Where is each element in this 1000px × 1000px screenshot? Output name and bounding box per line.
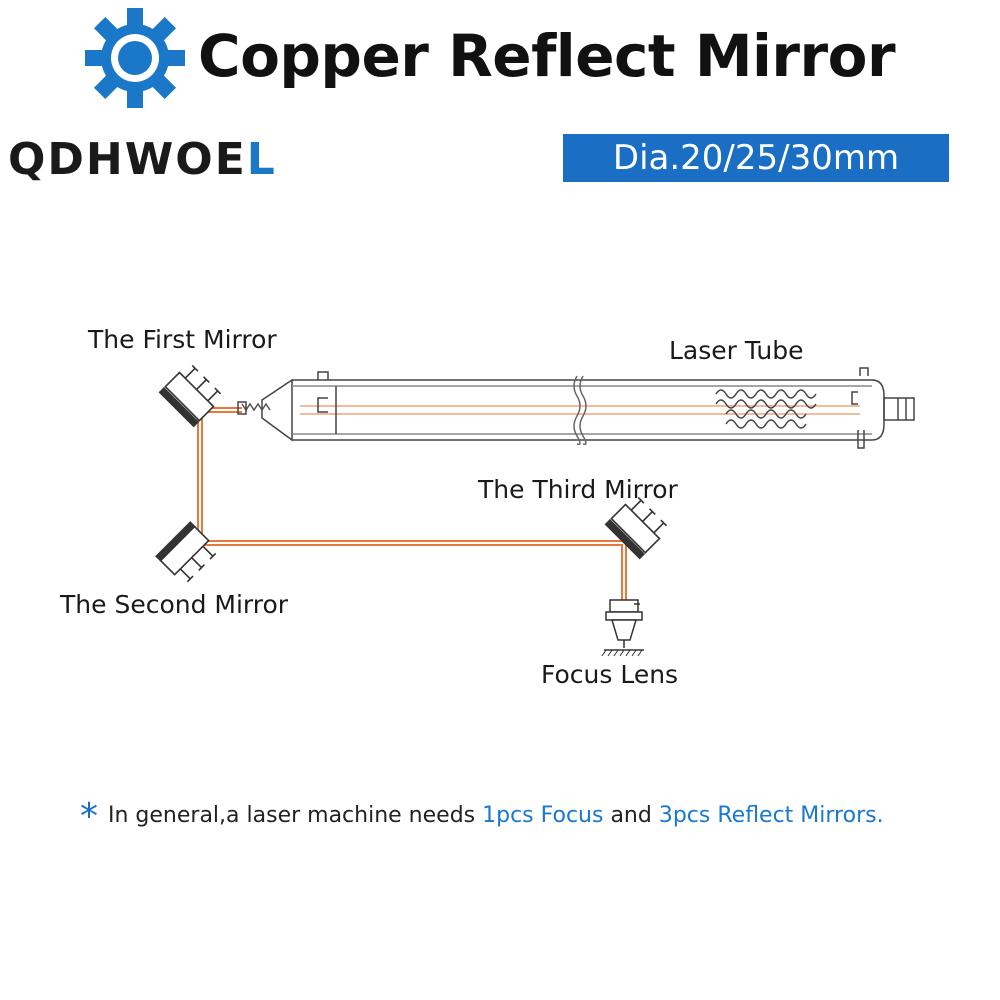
brand-logo-accent: L xyxy=(246,134,277,185)
footnote-text-2: and xyxy=(603,803,659,828)
footnote-highlight-focus: 1pcs Focus xyxy=(482,803,604,828)
footnote-text-1: In general,a laser machine needs xyxy=(108,803,483,828)
gear-icon xyxy=(85,8,185,108)
second-mirror-mount xyxy=(155,521,217,583)
focus-lens-head xyxy=(601,599,644,657)
page-title: Copper Reflect Mirror xyxy=(198,22,896,90)
laser-tube-label: Laser Tube xyxy=(669,336,804,365)
third-mirror-label: The Third Mirror xyxy=(478,475,678,504)
footnote-highlight-mirrors: 3pcs Reflect Mirrors. xyxy=(658,803,884,828)
second-mirror-label: The Second Mirror xyxy=(60,590,289,619)
focus-lens-label: Focus Lens xyxy=(541,660,679,689)
first-mirror-mount xyxy=(158,364,222,428)
third-mirror-mount xyxy=(604,496,668,560)
asterisk-icon: * xyxy=(80,796,98,837)
footnote: * In general,a laser machine needs 1pcs F… xyxy=(80,796,884,837)
laser-beam xyxy=(197,407,627,600)
brand-logo-main: QDHWOE xyxy=(8,134,247,185)
first-mirror-label: The First Mirror xyxy=(88,325,277,354)
brand-logo: QDHWOEL xyxy=(8,138,277,182)
diameter-banner: Dia.20/25/30mm xyxy=(563,134,949,182)
laser-tube xyxy=(237,367,915,449)
